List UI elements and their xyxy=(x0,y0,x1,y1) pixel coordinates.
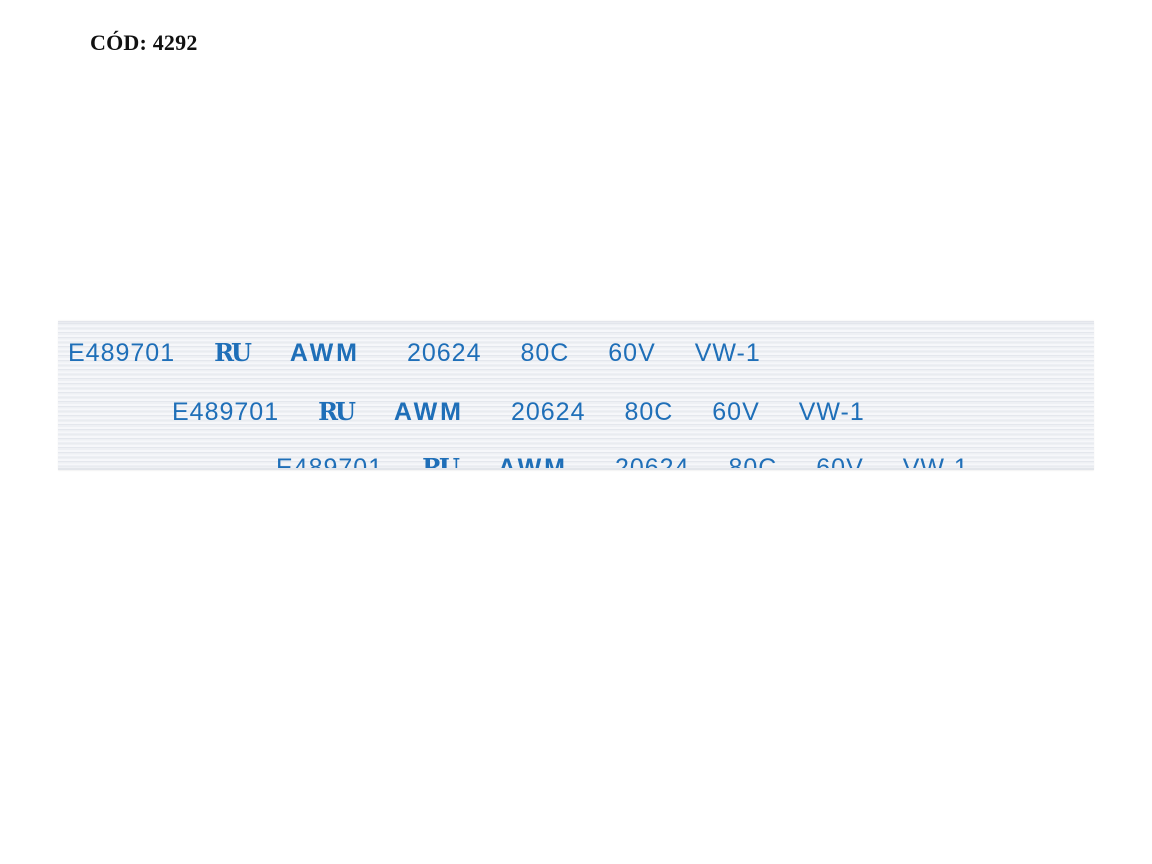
style-number: 20624 xyxy=(510,398,586,426)
file-number: E489701 xyxy=(172,398,280,426)
cable-print-line-3: E489701 RU AWM 20624 80C 60V VW-1 xyxy=(276,453,1001,471)
flame-rating: VW-1 xyxy=(798,398,865,426)
temperature-rating: 80C xyxy=(728,454,778,471)
awm-label: AWM xyxy=(497,454,568,471)
awm-label: AWM xyxy=(393,398,464,426)
voltage-rating: 60V xyxy=(816,454,864,471)
voltage-rating: 60V xyxy=(712,398,760,426)
ribbon-cable: E489701 RU AWM 20624 80C 60V VW-1 E48970… xyxy=(58,321,1094,470)
style-number: 20624 xyxy=(406,339,482,367)
file-number: E489701 xyxy=(276,454,384,471)
ul-recognized-mark: RU xyxy=(214,338,252,367)
cable-print-line-1: E489701 RU AWM 20624 80C 60V VW-1 xyxy=(68,341,793,366)
flame-rating: VW-1 xyxy=(902,454,969,471)
file-number: E489701 xyxy=(68,339,176,367)
awm-label: AWM xyxy=(289,339,360,367)
temperature-rating: 80C xyxy=(520,339,570,367)
cable-print-line-2: E489701 RU AWM 20624 80C 60V VW-1 xyxy=(172,400,897,425)
flame-rating: VW-1 xyxy=(694,339,761,367)
temperature-rating: 80C xyxy=(624,398,674,426)
ul-recognized-mark: RU xyxy=(318,397,356,426)
product-code-label: CÓD: 4292 xyxy=(90,30,198,55)
voltage-rating: 60V xyxy=(608,339,656,367)
style-number: 20624 xyxy=(614,454,690,471)
ul-recognized-mark: RU xyxy=(422,453,460,471)
